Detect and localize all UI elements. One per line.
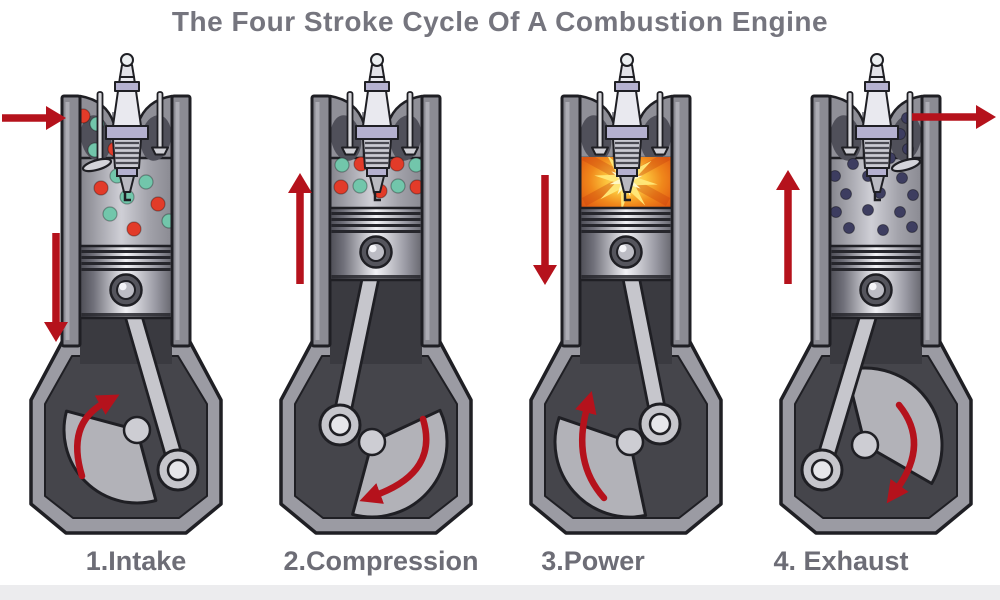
stage-label-exhaust: 4. Exhaust xyxy=(773,546,909,576)
engine-diagram-compression xyxy=(279,53,473,535)
stage-label-intake: 1.Intake xyxy=(85,546,187,576)
engine-diagram-power xyxy=(529,53,723,535)
bottom-strip xyxy=(0,585,1000,600)
stage-label-compression: 2.Compression xyxy=(283,546,479,576)
diagram-title: The Four Stroke Cycle Of A Combustion En… xyxy=(171,6,829,37)
stage-label-power: 3.Power xyxy=(541,546,645,576)
engine-diagram-exhaust xyxy=(776,53,996,535)
engine-diagram-intake xyxy=(2,53,223,535)
